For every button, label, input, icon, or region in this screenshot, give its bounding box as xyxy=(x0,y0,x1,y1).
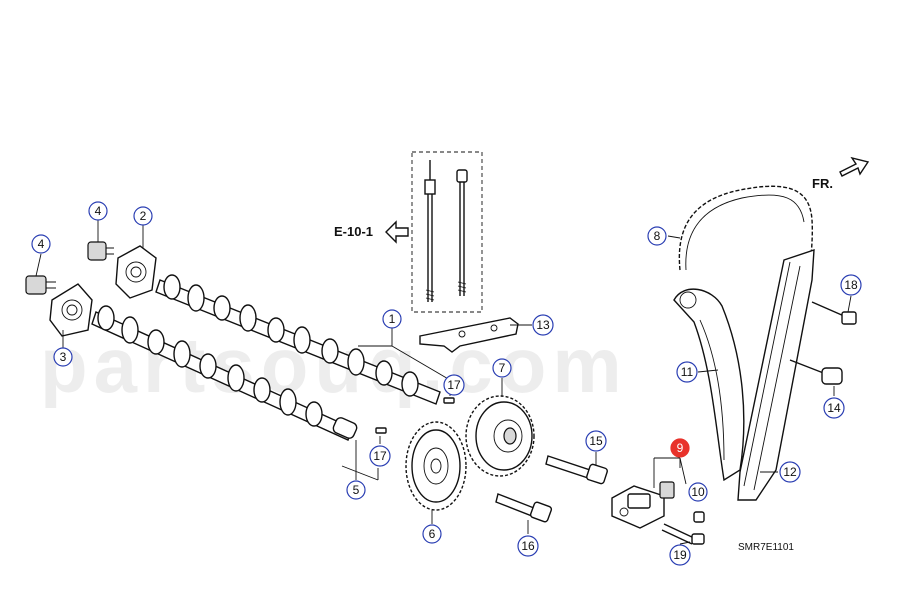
callout-15[interactable]: 15 xyxy=(585,430,607,452)
svg-text:8: 8 xyxy=(654,229,661,243)
callout-4-left[interactable]: 4 xyxy=(31,234,51,254)
washer-10 xyxy=(693,511,705,523)
camshaft-lower xyxy=(91,305,358,441)
pin-17-upper xyxy=(443,397,455,404)
svg-text:19: 19 xyxy=(673,548,687,562)
bolt-16 xyxy=(495,493,553,523)
callout-7[interactable]: 7 xyxy=(492,358,512,378)
svg-text:6: 6 xyxy=(429,527,436,541)
callout-17-lower[interactable]: 17 xyxy=(369,445,391,467)
svg-text:13: 13 xyxy=(536,318,550,332)
callout-11[interactable]: 11 xyxy=(676,361,698,383)
callout-8[interactable]: 8 xyxy=(647,226,667,246)
svg-text:17: 17 xyxy=(373,449,387,463)
svg-text:15: 15 xyxy=(589,434,603,448)
svg-text:4: 4 xyxy=(38,237,45,251)
head-bolt-short xyxy=(456,169,468,296)
bolt-4-upper xyxy=(87,241,114,261)
svg-text:7: 7 xyxy=(499,361,506,375)
callout-19[interactable]: 19 xyxy=(669,544,691,566)
svg-text:5: 5 xyxy=(353,483,360,497)
callout-5[interactable]: 5 xyxy=(346,480,366,500)
svg-text:9: 9 xyxy=(677,441,684,455)
head-bolt-long xyxy=(424,160,436,302)
callout-16[interactable]: 16 xyxy=(517,535,539,557)
direction-label: FR. xyxy=(812,176,833,191)
svg-text:4: 4 xyxy=(95,204,102,218)
seal-plate-3 xyxy=(49,283,93,337)
callout-13[interactable]: 13 xyxy=(532,314,554,336)
bolt-19 xyxy=(661,523,705,545)
callout-4-upper[interactable]: 4 xyxy=(88,201,108,221)
timing-chain-8 xyxy=(678,185,814,321)
tensioner-arm-11 xyxy=(673,288,745,482)
leader-lines xyxy=(35,220,852,545)
reference-box xyxy=(411,151,483,313)
vtc-actuator-7 xyxy=(465,395,535,477)
chain-guide-bracket-13 xyxy=(419,317,519,353)
camshaft-upper xyxy=(155,274,441,405)
svg-text:2: 2 xyxy=(140,209,147,223)
svg-text:17: 17 xyxy=(447,378,461,392)
cam-sprocket-6 xyxy=(405,421,467,511)
svg-text:12: 12 xyxy=(783,465,797,479)
chain-guide-12 xyxy=(737,249,815,501)
callout-6[interactable]: 6 xyxy=(422,524,442,544)
direction-arrow xyxy=(839,156,870,177)
svg-text:18: 18 xyxy=(844,278,858,292)
reference-arrow xyxy=(385,220,409,244)
svg-text:10: 10 xyxy=(691,485,705,499)
chain-tensioner-10 xyxy=(611,481,675,529)
svg-text:3: 3 xyxy=(60,350,67,364)
bolt-15 xyxy=(545,455,608,485)
bolt-14 xyxy=(789,359,843,385)
reference-label: E-10-1 xyxy=(334,224,373,239)
seal-plate-2 xyxy=(115,245,157,299)
callout-9[interactable]: 9 xyxy=(670,438,690,458)
svg-text:1: 1 xyxy=(389,312,396,326)
svg-text:16: 16 xyxy=(521,539,535,553)
callout-1[interactable]: 1 xyxy=(382,309,402,329)
callout-10[interactable]: 10 xyxy=(688,482,708,502)
callout-14[interactable]: 14 xyxy=(823,397,845,419)
svg-text:11: 11 xyxy=(681,365,694,379)
svg-text:14: 14 xyxy=(827,401,841,415)
pin-17-lower xyxy=(375,427,387,434)
callout-3[interactable]: 3 xyxy=(53,347,73,367)
callout-17-upper[interactable]: 17 xyxy=(443,374,465,396)
callout-2[interactable]: 2 xyxy=(133,206,153,226)
bolt-18 xyxy=(811,301,857,325)
callout-18[interactable]: 18 xyxy=(840,274,862,296)
callout-12[interactable]: 12 xyxy=(779,461,801,483)
bolt-4-left xyxy=(25,275,56,295)
diagram-code: SMR7E1101 xyxy=(738,542,794,553)
